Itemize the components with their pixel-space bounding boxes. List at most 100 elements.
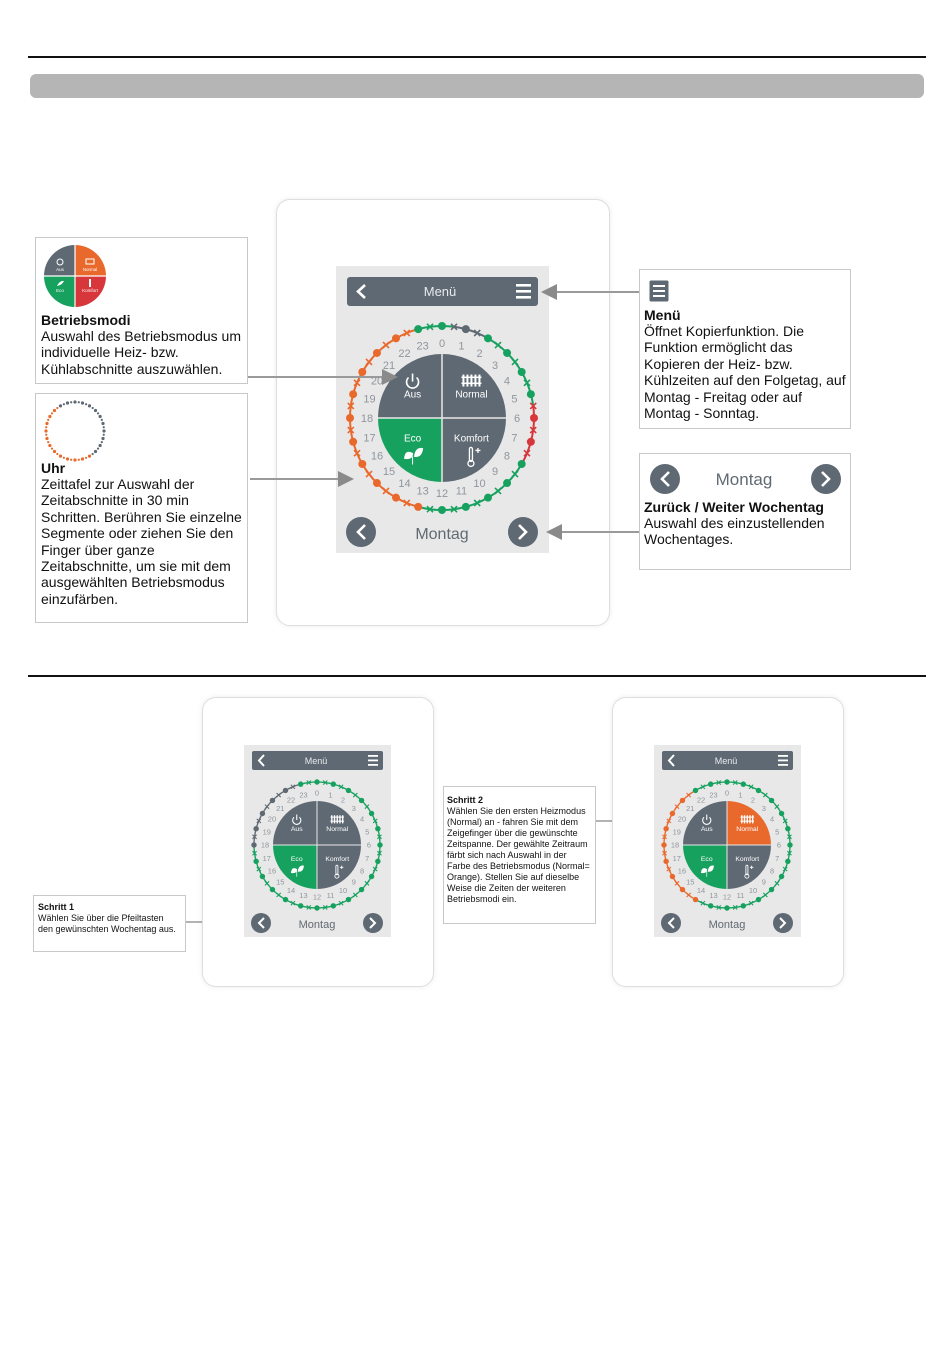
time-cross[interactable]: [762, 792, 768, 798]
time-dot[interactable]: [269, 886, 276, 893]
time-cross[interactable]: [306, 780, 312, 785]
time-dot[interactable]: [692, 787, 699, 794]
time-dot[interactable]: [787, 842, 793, 848]
mode-normal-button[interactable]: [317, 801, 361, 845]
time-dot[interactable]: [530, 414, 538, 422]
mode-off-button[interactable]: [683, 801, 727, 845]
mode-comfort-button[interactable]: [442, 418, 506, 482]
time-dot[interactable]: [269, 797, 276, 804]
time-cross[interactable]: [473, 499, 481, 507]
time-cross[interactable]: [256, 818, 262, 824]
time-cross[interactable]: [523, 379, 531, 387]
time-cross[interactable]: [748, 900, 754, 906]
time-dot[interactable]: [375, 858, 381, 865]
prev-day-button[interactable]: [251, 913, 271, 933]
time-dot[interactable]: [259, 873, 266, 880]
time-dot[interactable]: [661, 842, 667, 848]
time-dot[interactable]: [358, 460, 367, 468]
time-dot[interactable]: [392, 493, 400, 502]
time-cross[interactable]: [372, 866, 378, 872]
time-dot[interactable]: [526, 437, 535, 446]
time-dot[interactable]: [438, 506, 446, 514]
time-cross[interactable]: [365, 470, 373, 478]
time-cross[interactable]: [787, 850, 792, 856]
time-dot[interactable]: [377, 842, 383, 848]
time-cross[interactable]: [252, 834, 257, 840]
time-cross[interactable]: [372, 818, 378, 824]
time-dot[interactable]: [679, 886, 686, 893]
time-dot[interactable]: [707, 781, 714, 787]
mode-comfort-button[interactable]: [727, 845, 771, 889]
time-cross[interactable]: [347, 402, 355, 410]
mode-off-button[interactable]: [378, 354, 442, 418]
time-cross[interactable]: [787, 834, 792, 840]
time-cross[interactable]: [762, 892, 768, 898]
time-cross[interactable]: [511, 358, 519, 366]
time-dot[interactable]: [349, 437, 358, 446]
time-cross[interactable]: [256, 866, 262, 872]
time-cross[interactable]: [732, 780, 738, 785]
time-dot[interactable]: [375, 825, 381, 832]
time-dot[interactable]: [282, 787, 289, 794]
time-dot[interactable]: [349, 390, 358, 399]
time-dot[interactable]: [253, 858, 259, 865]
time-cross[interactable]: [674, 880, 680, 886]
time-cross[interactable]: [353, 379, 361, 387]
time-dot[interactable]: [297, 781, 304, 787]
mode-eco-button[interactable]: [273, 845, 317, 889]
time-cross[interactable]: [322, 780, 328, 785]
time-dot[interactable]: [740, 781, 747, 787]
time-dot[interactable]: [740, 903, 747, 909]
time-dot[interactable]: [414, 325, 423, 334]
mode-normal-button[interactable]: [727, 801, 771, 845]
time-cross[interactable]: [782, 866, 788, 872]
time-dot[interactable]: [503, 479, 512, 488]
time-segment[interactable]: [718, 781, 728, 784]
mode-comfort-button[interactable]: [317, 845, 361, 889]
time-cross[interactable]: [716, 780, 722, 785]
mode-eco-button[interactable]: [378, 418, 442, 482]
time-cross[interactable]: [352, 792, 358, 798]
time-dot[interactable]: [517, 368, 526, 376]
time-cross[interactable]: [511, 470, 519, 478]
time-dot[interactable]: [330, 781, 337, 787]
time-cross[interactable]: [306, 905, 312, 910]
time-cross[interactable]: [276, 792, 282, 798]
time-cross[interactable]: [426, 323, 434, 331]
mode-eco-button[interactable]: [683, 845, 727, 889]
time-cross[interactable]: [347, 426, 355, 434]
time-cross[interactable]: [662, 850, 667, 856]
time-dot[interactable]: [669, 873, 676, 880]
time-dot[interactable]: [251, 842, 257, 848]
back-chevron-icon[interactable]: [356, 284, 366, 299]
time-cross[interactable]: [382, 341, 390, 349]
time-dot[interactable]: [282, 896, 289, 903]
hamburger-menu-icon[interactable]: [368, 755, 378, 766]
time-dot[interactable]: [372, 348, 381, 357]
back-chevron-icon[interactable]: [257, 754, 265, 767]
time-cross[interactable]: [322, 905, 328, 910]
time-dot[interactable]: [724, 905, 730, 911]
time-cross[interactable]: [276, 892, 282, 898]
time-cross[interactable]: [338, 900, 344, 906]
time-dot[interactable]: [785, 825, 791, 832]
time-cross[interactable]: [782, 818, 788, 824]
time-cross[interactable]: [774, 880, 780, 886]
time-dot[interactable]: [259, 810, 266, 817]
time-dot[interactable]: [372, 479, 381, 488]
time-dot[interactable]: [297, 903, 304, 909]
time-segment[interactable]: [308, 781, 318, 784]
time-dot[interactable]: [358, 368, 367, 376]
time-cross[interactable]: [264, 804, 270, 810]
time-cross[interactable]: [382, 487, 390, 495]
mode-normal-button[interactable]: [442, 354, 506, 418]
time-cross[interactable]: [700, 900, 706, 906]
time-cross[interactable]: [252, 850, 257, 856]
next-day-button[interactable]: [363, 913, 383, 933]
mode-off-button[interactable]: [273, 801, 317, 845]
time-cross[interactable]: [403, 499, 411, 507]
next-day-button[interactable]: [508, 517, 538, 547]
time-dot[interactable]: [484, 334, 492, 343]
time-dot[interactable]: [484, 493, 492, 502]
time-cross[interactable]: [494, 341, 502, 349]
